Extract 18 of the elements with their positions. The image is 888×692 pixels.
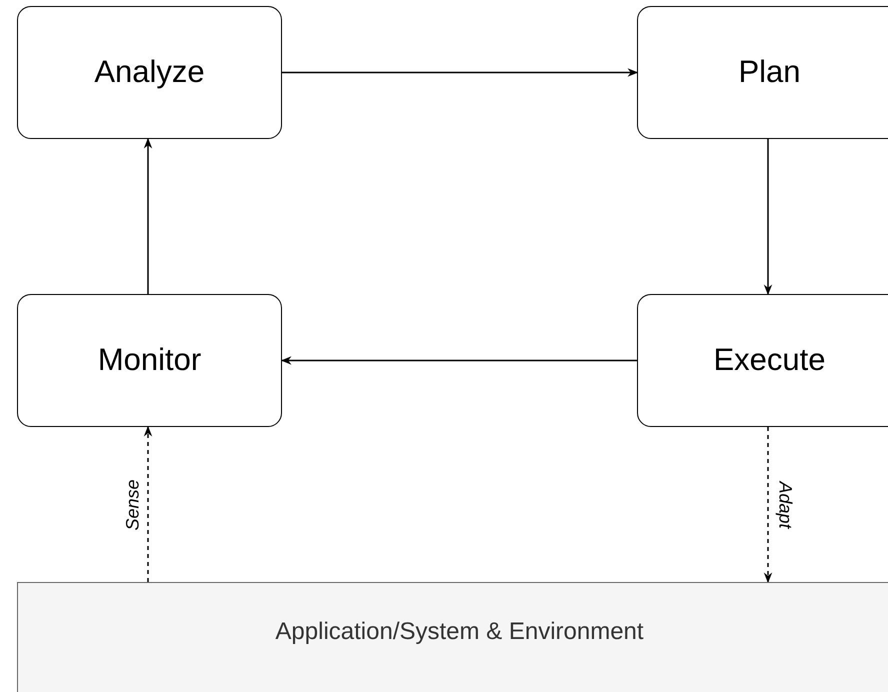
node-label: Monitor bbox=[98, 342, 202, 378]
arrow bbox=[282, 68, 638, 77]
node-label: Execute bbox=[713, 342, 826, 378]
node-label: Plan bbox=[738, 54, 801, 90]
node-label: Application/System & Environment bbox=[275, 618, 644, 645]
dashed-arrow bbox=[144, 426, 152, 582]
arrow bbox=[280, 356, 637, 365]
edge-label: Sense bbox=[122, 478, 144, 530]
edge-label: Adapt bbox=[774, 480, 796, 528]
process-box bbox=[637, 6, 888, 139]
process-box bbox=[17, 6, 282, 139]
node-label: Analyze bbox=[94, 54, 205, 90]
arrow bbox=[764, 139, 772, 296]
dashed-arrow bbox=[764, 427, 772, 584]
environment-band bbox=[17, 582, 888, 692]
arrow bbox=[144, 138, 152, 294]
process-box bbox=[637, 294, 888, 427]
process-box bbox=[17, 294, 282, 427]
